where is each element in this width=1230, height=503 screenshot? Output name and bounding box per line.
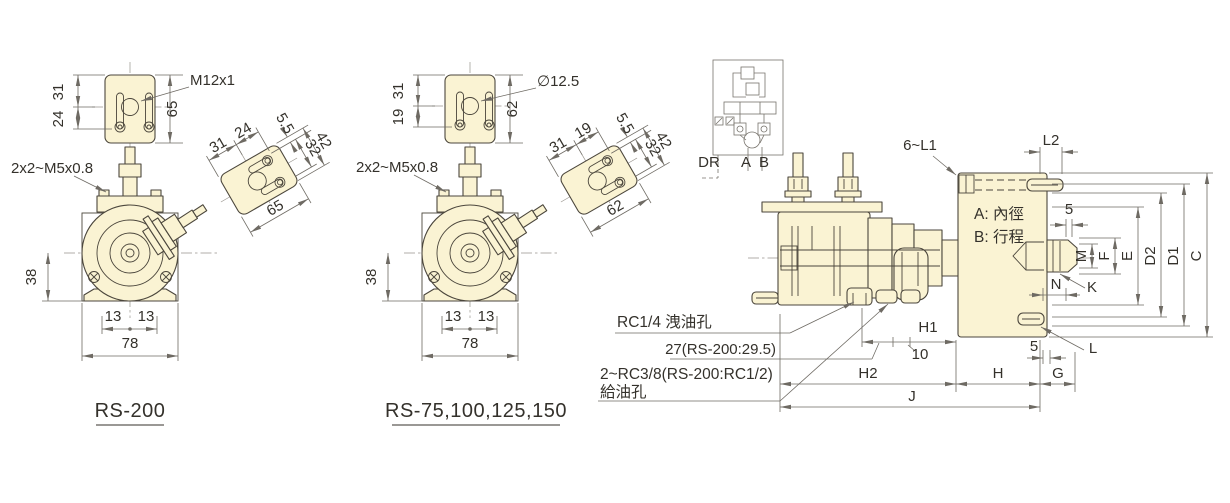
dim-31: 31 xyxy=(50,84,67,101)
callout-feed-port: 2~RC3/8(RS-200:RC1/2) xyxy=(600,366,773,383)
dim-31: 31 xyxy=(390,83,407,100)
dim-31: 31 xyxy=(547,134,570,157)
dim-d1: D1 xyxy=(1165,246,1182,265)
dim-62: 62 xyxy=(604,197,627,220)
note-stroke: B: 行程 xyxy=(974,228,1024,246)
dim-n: N xyxy=(1051,276,1062,293)
rs200-views: 31 24 65 M12x1 xyxy=(11,62,335,426)
schematic-label-a: A xyxy=(741,154,751,171)
dim-42: 42 xyxy=(652,129,675,152)
rs200-stem xyxy=(96,146,164,213)
rs75-front-view: 38 13 13 78 xyxy=(363,204,548,361)
callout-feed-port-2: 給油孔 xyxy=(600,383,647,401)
dim-d2: D2 xyxy=(1142,246,1159,265)
dim-5.5: 5.5 xyxy=(612,110,637,137)
rs75-stem xyxy=(436,146,504,213)
dim-13-left: 13 xyxy=(105,308,122,325)
rs75-tilted-view: 31 19 62 5.5 32 42 xyxy=(546,110,675,237)
dim-k: K xyxy=(1087,279,1097,296)
callout-6l1: 6~L1 xyxy=(903,137,937,154)
dim-24: 24 xyxy=(50,111,67,128)
hydraulic-schematic: DR A B xyxy=(698,59,784,179)
dim-g: G xyxy=(1052,365,1064,382)
dim-32: 32 xyxy=(301,136,324,159)
model-label-rs200: RS-200 xyxy=(95,400,166,422)
dim-c: C xyxy=(1188,250,1205,261)
dim-62: 62 xyxy=(504,101,521,118)
note-bore: A: 內徑 xyxy=(974,205,1024,223)
dim-5.5: 5.5 xyxy=(272,110,297,137)
side-section-view: DR A B xyxy=(598,59,1213,412)
dim-h: H xyxy=(993,365,1004,382)
dim-31: 31 xyxy=(207,134,230,157)
dim-5-bottom: 5 xyxy=(1030,338,1038,355)
dim-42: 42 xyxy=(312,129,335,152)
dim-m: M xyxy=(1073,250,1090,263)
dim-78: 78 xyxy=(122,335,139,352)
callout-offset27: 27(RS-200:29.5) xyxy=(665,341,776,358)
dim-l2: L2 xyxy=(1043,132,1060,149)
flange-disc xyxy=(957,172,1078,338)
hole-callout: ∅12.5 xyxy=(537,73,579,90)
dim-65: 65 xyxy=(164,101,181,118)
schematic-label-b: B xyxy=(759,154,769,171)
dim-32: 32 xyxy=(641,136,664,159)
dim-38: 38 xyxy=(363,269,380,286)
dim-78: 78 xyxy=(462,335,479,352)
rs200-front-view: 38 13 13 78 xyxy=(23,204,208,361)
screw-callout: 2x2~M5x0.8 xyxy=(356,159,438,176)
dim-24: 24 xyxy=(232,119,255,142)
screw-callout: 2x2~M5x0.8 xyxy=(11,160,93,177)
rs75-valve-assembly xyxy=(482,204,548,260)
dim-65: 65 xyxy=(264,197,287,220)
dim-e: E xyxy=(1119,251,1136,261)
rs200-tilted-view: 31 24 65 5.5 32 42 xyxy=(206,110,335,237)
dim-19: 19 xyxy=(390,109,407,126)
dim-h2: H2 xyxy=(858,365,877,382)
actuator-body xyxy=(751,211,969,306)
dim-h1: H1 xyxy=(918,319,937,336)
dim-19: 19 xyxy=(572,119,595,142)
thread-callout: M12x1 xyxy=(190,72,235,89)
dim-10: 10 xyxy=(912,346,929,363)
dim-13-right: 13 xyxy=(478,308,495,325)
rs75-top-view: 31 19 62 ∅12.5 xyxy=(390,73,579,144)
schematic-label-dr: DR xyxy=(698,154,720,171)
rs75-views: 31 19 62 ∅12.5 xyxy=(356,62,675,426)
dim-5-top: 5 xyxy=(1065,201,1073,218)
rs200-top-view: 31 24 65 M12x1 xyxy=(50,72,235,144)
dim-l: L xyxy=(1089,340,1097,357)
dim-j: J xyxy=(908,388,916,405)
dim-f: F xyxy=(1096,251,1113,260)
dim-13-right: 13 xyxy=(138,308,155,325)
callout-drain-port: RC1/4 洩油孔 xyxy=(617,313,712,331)
dim-38: 38 xyxy=(23,269,40,286)
model-label-rs75: RS-75,100,125,150 xyxy=(385,400,567,422)
dim-13-left: 13 xyxy=(445,308,462,325)
rs200-valve-assembly xyxy=(142,204,208,260)
